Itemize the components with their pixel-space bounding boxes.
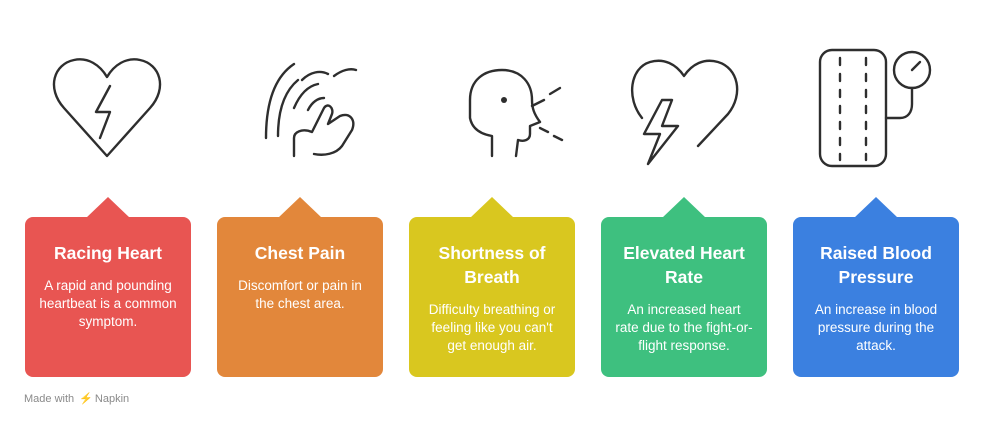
card-raised-blood-pressure: Raised Blood Pressure An increase in blo…	[793, 197, 959, 377]
blood-pressure-icon	[800, 38, 950, 178]
card-description: Discomfort or pain in the chest area.	[238, 278, 362, 311]
card-title: Elevated Heart Rate	[623, 243, 745, 287]
napkin-logo-icon: ⚡	[79, 393, 93, 405]
card-title: Racing Heart	[54, 243, 162, 263]
card-racing-heart: Racing Heart A rapid and pounding heartb…	[25, 197, 191, 377]
card-title: Raised Blood Pressure	[820, 243, 932, 287]
card-description: A rapid and pounding heartbeat is a comm…	[39, 278, 177, 329]
brand-label: Napkin	[94, 393, 130, 405]
heart-lightning-icon	[608, 38, 758, 178]
card-description: Difficulty breathing or feeling like you…	[428, 302, 556, 353]
card-elevated-heart-rate: Elevated Heart Rate An increased heart r…	[601, 197, 767, 377]
card-title: Chest Pain	[254, 243, 346, 263]
heart-bolt-icon	[32, 38, 182, 178]
card-description: An increased heart rate due to the fight…	[615, 302, 753, 353]
card-description: An increase in blood pressure during the…	[814, 302, 938, 353]
card-shortness-of-breath: Shortness of Breath Difficulty breathing…	[409, 197, 575, 377]
head-breath-icon	[416, 38, 566, 178]
chest-pain-icon	[224, 38, 374, 178]
card-title: Shortness of Breath	[438, 243, 546, 287]
made-with-label: Made with	[24, 393, 75, 405]
card-chest-pain: Chest Pain Discomfort or pain in the che…	[217, 197, 383, 377]
footer-credit: Made with ⚡Napkin	[24, 392, 129, 405]
